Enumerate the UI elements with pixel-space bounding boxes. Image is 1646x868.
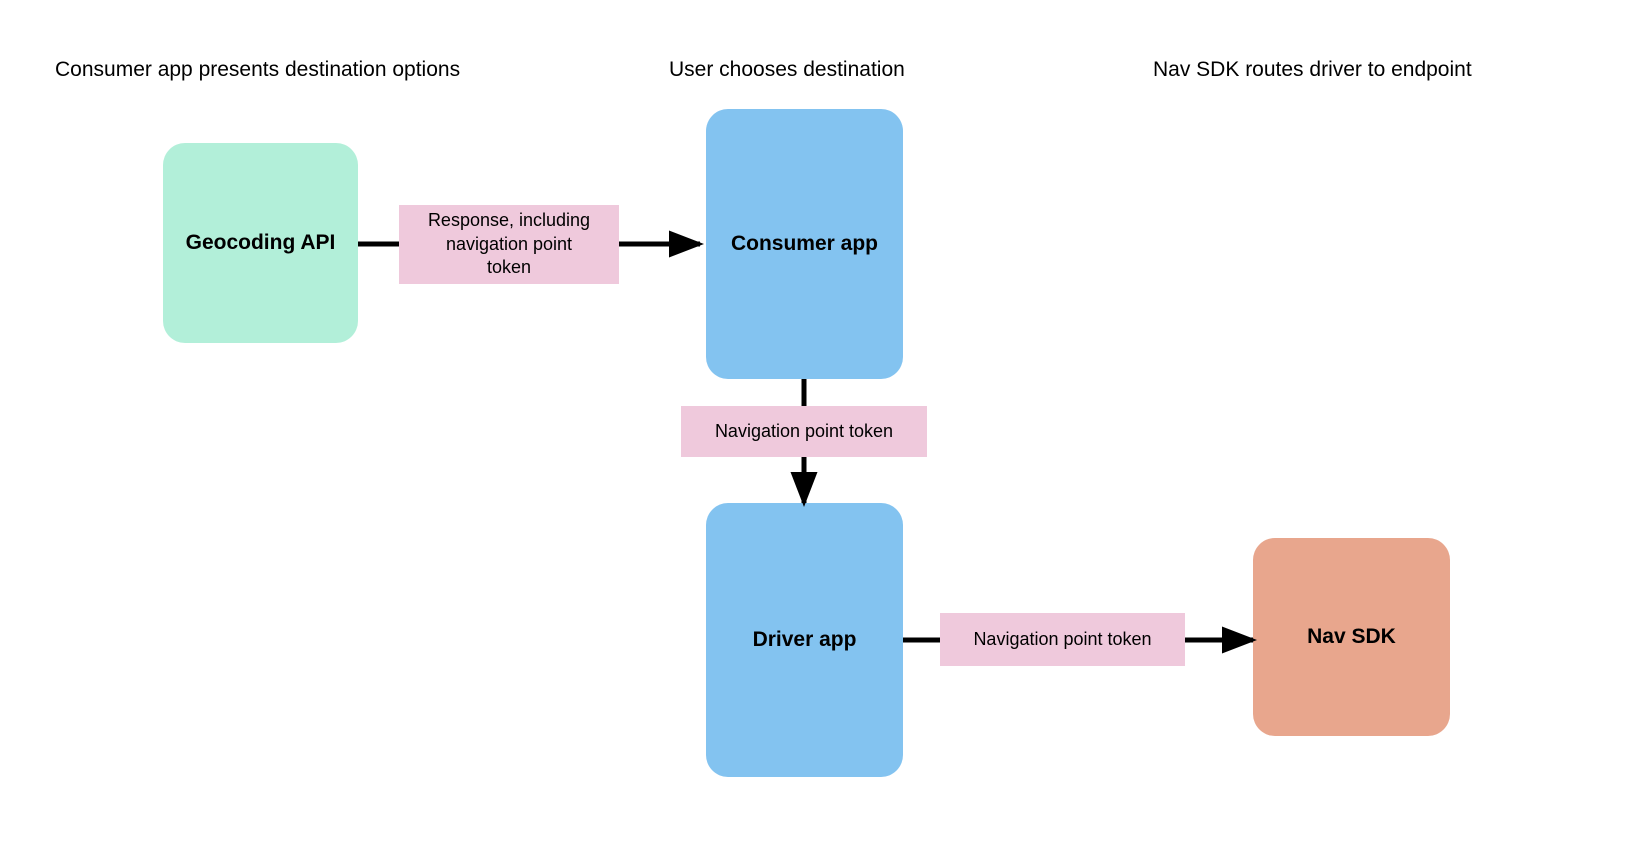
node-driver-app[interactable]: Driver app: [706, 503, 903, 777]
edge-label-line-2: navigation point: [445, 233, 573, 254]
node-consumer-app-label: Consumer app: [730, 231, 879, 255]
column-header-nav-sdk: Nav SDK routes driver to endpoint: [1153, 58, 1472, 81]
edge-label-line-3: token: [486, 257, 532, 278]
node-nav-sdk-label: Nav SDK: [1307, 624, 1396, 648]
node-geocoding-api[interactable]: Geocoding API: [163, 143, 358, 343]
column-header-user-chooses: User chooses destination: [669, 58, 905, 81]
edge-label-driver-to-nav-sdk-text: Navigation point token: [973, 628, 1152, 649]
edge-label-consumer-to-driver-text: Navigation point token: [714, 420, 894, 441]
edge-label-line-1: Response, including: [427, 210, 591, 231]
node-geocoding-api-label: Geocoding API: [185, 230, 336, 254]
edge-label-geocoding-to-consumer: Response, including navigation point tok…: [399, 205, 619, 284]
node-nav-sdk[interactable]: Nav SDK: [1253, 538, 1450, 736]
edge-label-consumer-to-driver: Navigation point token: [681, 406, 927, 457]
column-header-consumer-app: Consumer app presents destination option…: [55, 58, 461, 81]
node-consumer-app[interactable]: Consumer app: [706, 109, 903, 379]
node-driver-app-label: Driver app: [752, 627, 857, 651]
edge-label-driver-to-nav-sdk: Navigation point token: [940, 613, 1185, 666]
